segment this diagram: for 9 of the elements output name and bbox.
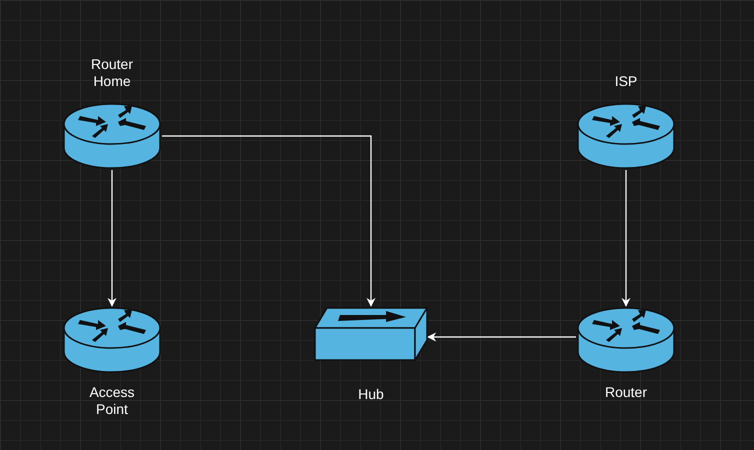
device-label: Router	[604, 384, 648, 401]
device-label: Access Point	[88, 384, 136, 418]
device-label: Router Home	[90, 56, 134, 90]
device-label: Hub	[357, 386, 385, 403]
arrow	[108, 170, 116, 307]
arrow	[427, 332, 576, 342]
arrow	[622, 170, 630, 307]
arrow	[162, 135, 376, 307]
device-label: ISP	[614, 73, 638, 90]
